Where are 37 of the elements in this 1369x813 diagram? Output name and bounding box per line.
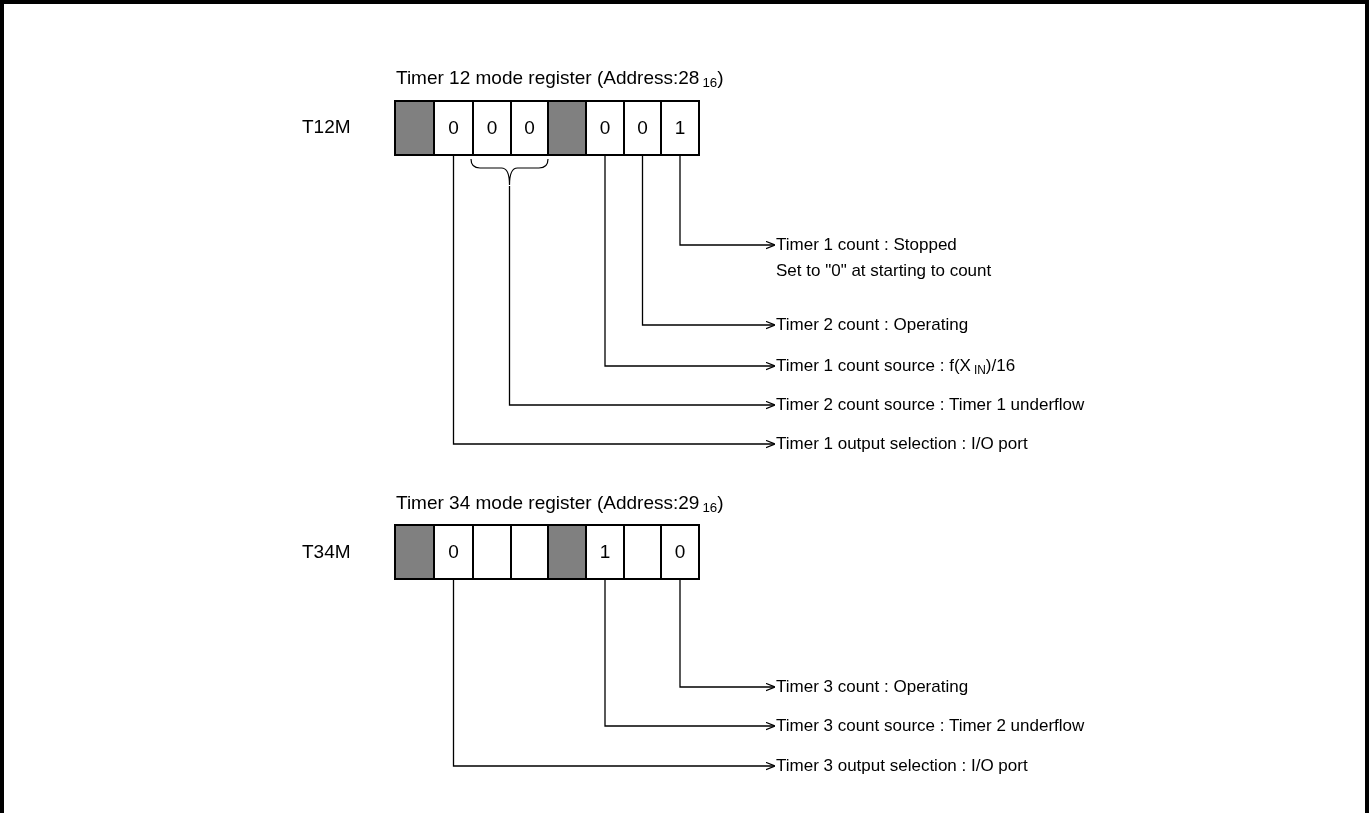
leader-arrow <box>641 155 776 330</box>
bit-description: Timer 1 output selection : I/O port <box>776 431 1028 457</box>
bit-description: Timer 1 count : Stopped <box>776 234 958 256</box>
register-bit-cell: 0 <box>623 100 662 156</box>
leader-arrow <box>604 155 776 371</box>
leader-arrow <box>452 155 776 449</box>
register-bit-cell <box>472 524 512 580</box>
register-bit-cell: 0 <box>472 100 512 156</box>
bit-description: Timer 3 count : Operating <box>776 674 969 700</box>
bit-description: Timer 1 count source : f(X$_{IN}$)/16 <box>776 353 1016 383</box>
register-bit-cell: 0 <box>585 100 625 156</box>
reserved-bit-cell <box>394 524 435 580</box>
register-title: Timer 34 mode register (Address:29$_{16}$) <box>396 492 724 515</box>
register-name: T34M <box>302 541 351 563</box>
leader-arrow <box>508 185 776 410</box>
register-bit-cell: 0 <box>433 100 474 156</box>
bit-description: Set to "0" at starting to count <box>776 260 992 282</box>
register-bit-cell: 0 <box>433 524 474 580</box>
register-bit-cell <box>510 524 549 580</box>
register-bit-cell: 0 <box>660 524 700 580</box>
reserved-bit-cell <box>547 524 587 580</box>
leader-arrow <box>604 579 776 731</box>
register-name: T12M <box>302 116 351 138</box>
leader-arrow <box>679 579 776 692</box>
bit-description: Timer 3 count source : Timer 2 underflow <box>776 713 1085 739</box>
register-title: Timer 12 mode register (Address:28$_{16}$) <box>396 67 724 90</box>
leader-arrow <box>679 155 776 250</box>
register-bit-cell: 1 <box>660 100 700 156</box>
bit-description: Timer 2 count source : Timer 1 underflow <box>776 392 1085 418</box>
register-bit-cell <box>623 524 662 580</box>
leader-arrow <box>452 579 776 771</box>
reserved-bit-cell <box>394 100 435 156</box>
register-bit-cell: 0 <box>510 100 549 156</box>
bit-description: Timer 3 output selection : I/O port <box>776 753 1028 779</box>
reserved-bit-cell <box>547 100 587 156</box>
bit-description: Timer 2 count : Operating <box>776 312 969 338</box>
register-bit-cell: 1 <box>585 524 625 580</box>
